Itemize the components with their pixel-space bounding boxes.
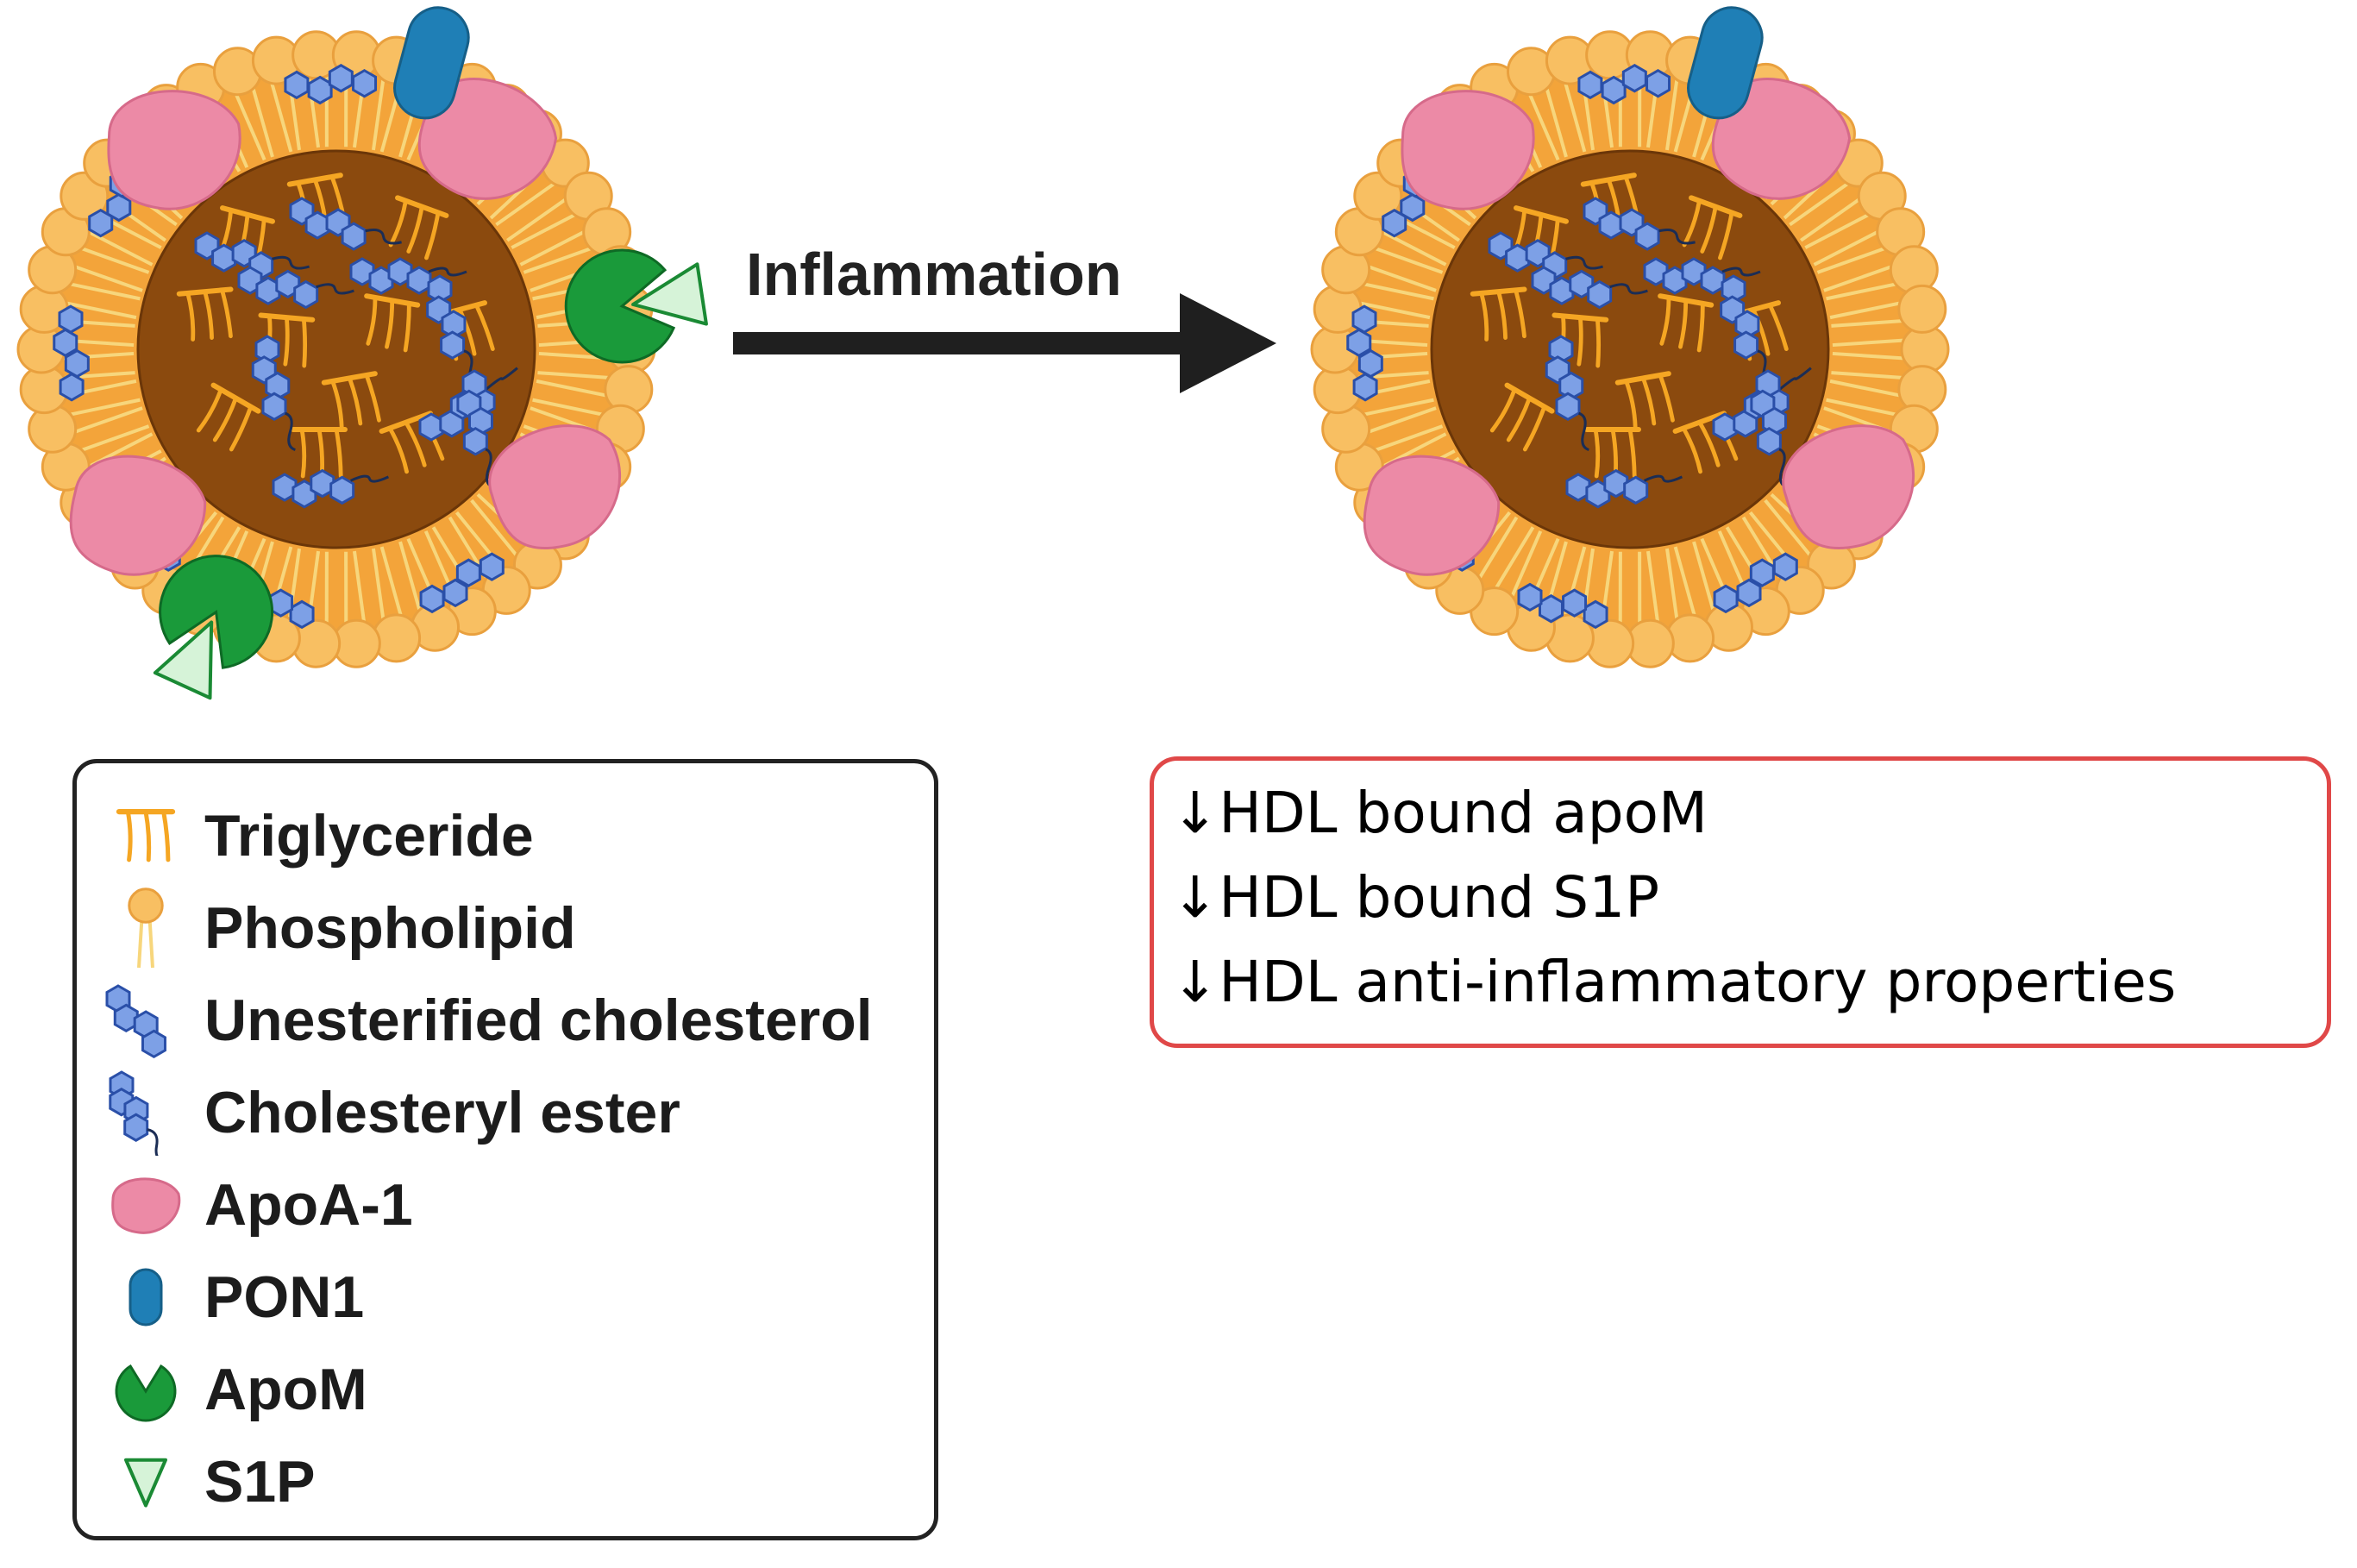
legend-item: ApoM [103, 1346, 367, 1433]
apoa1-icon [417, 78, 558, 200]
legend-label: Unesterified cholesterol [204, 988, 873, 1053]
pon1-icon [393, 6, 470, 120]
triglyceride-icon [176, 286, 234, 342]
apoa1-icon [103, 1162, 189, 1248]
unesterified-cholesterol-icon [284, 63, 378, 105]
unesterified-cholesterol-icon [419, 552, 505, 614]
pon1-glyph [129, 1268, 163, 1327]
legend-item: Phospholipid [103, 885, 576, 971]
s1p-glyph [124, 1458, 167, 1508]
unesterified-cholesterol-icon [1346, 304, 1383, 402]
apoa1-glyph [111, 1177, 181, 1234]
triglyceride-icon [388, 195, 449, 260]
legend-label: S1P [204, 1449, 316, 1515]
cholesteryl-ester-icon [1545, 335, 1589, 452]
legend-label: ApoA-1 [204, 1172, 413, 1238]
cholesteryl-ester-icon [1750, 369, 1787, 488]
triglyceride-icon [196, 382, 261, 452]
apom-icon [103, 1346, 189, 1433]
inflammation-arrow [733, 293, 1276, 393]
cholesteryl-ester-icon [1720, 274, 1772, 388]
apoa1-icon [1401, 90, 1535, 210]
cholesteryl-ester-icon [103, 1069, 189, 1156]
legend-label: Triglyceride [204, 803, 534, 869]
legend-item: Cholesteryl ester [103, 1069, 680, 1156]
apom-icon [159, 555, 274, 669]
effect-line: ↓HDL anti-inflammatory properties [1171, 949, 2177, 1015]
pon1-icon [1687, 6, 1764, 120]
apom-glyph [115, 1364, 177, 1422]
legend-item: Unesterified cholesterol [103, 977, 873, 1063]
triglyceride-icon [1614, 371, 1675, 430]
cholesteryl-ester-icon [1643, 257, 1761, 295]
triglyceride-icon [1658, 293, 1714, 353]
apoa1-icon [1711, 78, 1852, 200]
triglyceride-icon [1489, 382, 1555, 452]
triglyceride-icon [364, 293, 421, 353]
triglyceride-icon [1470, 286, 1527, 342]
triglyceride-icon [321, 371, 381, 430]
unesterified-cholesterol-icon [103, 977, 189, 1063]
s1p-icon [631, 262, 708, 326]
triglyceride-icon [1682, 195, 1743, 260]
effects-box: ↓HDL bound apoM ↓HDL bound S1P ↓HDL anti-i… [1150, 756, 2331, 1048]
unesterified-cholesterol-icon [1517, 582, 1608, 630]
cholesteryl-ester-icon [349, 257, 467, 295]
apoa1-icon [107, 90, 241, 210]
apoa1-icon [1782, 424, 1915, 550]
legend-label: Phospholipid [204, 895, 576, 961]
pon1-icon [103, 1254, 189, 1340]
phospholipid-glyph [128, 887, 164, 969]
triglyceride-icon [103, 793, 189, 879]
effect-line: ↓HDL bound S1P [1171, 864, 1659, 931]
s1p-icon [153, 620, 214, 700]
ester-glyph [109, 1070, 159, 1156]
legend-item: S1P [103, 1439, 316, 1525]
cholesteryl-ester-icon [237, 266, 354, 310]
legend-label: Cholesteryl ester [204, 1080, 680, 1145]
legend-item: ApoA-1 [103, 1162, 413, 1248]
cholesteryl-ester-icon [426, 274, 479, 388]
cholesteryl-ester-icon [251, 335, 296, 452]
apom-icon [564, 248, 676, 364]
cholesteryl-ester-icon [456, 369, 493, 488]
apoa1-icon [1363, 455, 1501, 576]
legend-label: PON1 [204, 1264, 365, 1330]
cholesterol-glyph [105, 984, 166, 1059]
cholesteryl-ester-icon [1565, 468, 1683, 509]
triglyceride-glyph [116, 809, 176, 862]
cholesteryl-ester-icon [272, 468, 390, 509]
arrow-label: Inflammation [746, 241, 1122, 308]
legend-item: Triglyceride [103, 793, 534, 879]
legend-label: ApoM [204, 1357, 367, 1422]
apoa1-icon [488, 424, 622, 550]
cholesteryl-ester-icon [1583, 197, 1696, 251]
effect-line: ↓HDL bound apoM [1171, 780, 1708, 846]
s1p-icon [103, 1439, 189, 1525]
unesterified-cholesterol-icon [1577, 63, 1671, 105]
unesterified-cholesterol-icon [1713, 552, 1798, 614]
cholesteryl-ester-icon [1531, 266, 1648, 310]
cholesteryl-ester-icon [289, 197, 402, 251]
hdl-particle-after [1310, 6, 1950, 668]
apoa1-icon [69, 455, 207, 576]
phospholipid-icon [103, 885, 189, 971]
hdl-particle-before [16, 6, 708, 700]
legend-item: PON1 [103, 1254, 364, 1340]
unesterified-cholesterol-icon [53, 304, 90, 402]
